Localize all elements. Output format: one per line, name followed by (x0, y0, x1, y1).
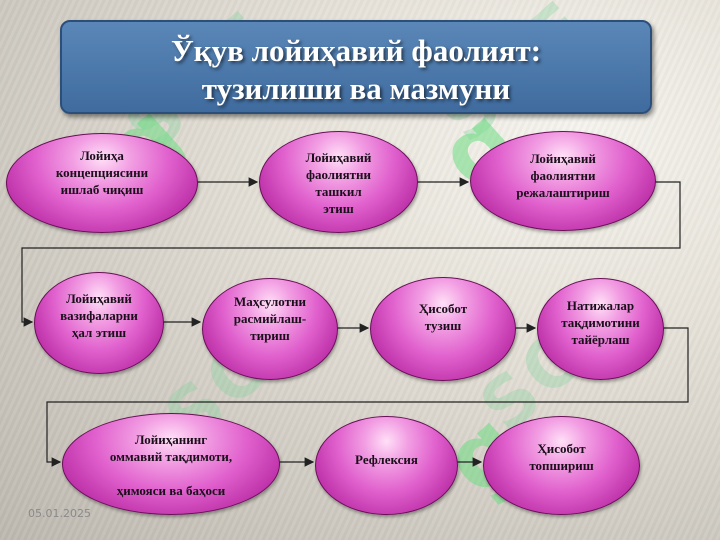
node-presentation-prep: Натижалар тақдимотини тайёрлаш (537, 278, 664, 380)
node-label: Ҳисобот тузиш (418, 301, 468, 333)
node-report: Ҳисобот тузиш (370, 277, 516, 381)
title-banner: Ўқув лойиҳавий фаолият: тузилиши ва мазм… (60, 20, 652, 114)
node-product: Маҳсулотни расмийлаш- тириш (202, 278, 338, 380)
node-reflection: Рефлексия (315, 416, 458, 515)
slide-title: Ўқув лойиҳавий фаолият: тузилиши ва мазм… (170, 33, 542, 106)
node-label: Маҳсулотни расмийлаш- тириш (233, 294, 307, 343)
node-label: Лойиҳа концепциясини ишлаб чиқиш (55, 148, 149, 197)
node-label: Лойиҳавий фаолиятни режалаштириш (516, 151, 610, 200)
node-label: Лойиҳанинг оммавий тақдимоти, ҳимояси ва… (109, 432, 233, 498)
node-label: Натижалар тақдимотини тайёрлаш (561, 298, 640, 347)
node-label: Рефлексия (355, 452, 418, 467)
node-planning: Лойиҳавий фаолиятни режалаштириш (470, 131, 656, 231)
node-submit-report: Ҳисобот топшириш (483, 416, 640, 515)
node-concept: Лойиҳа концепциясини ишлаб чиқиш (6, 133, 198, 233)
arrow-n3-n4 (21, 181, 681, 327)
node-label: Лойиҳавий вазифаларни ҳал этиш (60, 291, 138, 340)
node-tasks: Лойиҳавий вазифаларни ҳал этиш (34, 272, 164, 374)
node-label: Ҳисобот топшириш (529, 441, 594, 473)
node-label: Лойиҳавий фаолиятни ташкил этиш (305, 150, 372, 216)
node-organize: Лойиҳавий фаолиятни ташкил этиш (259, 131, 418, 233)
node-public-defense: Лойиҳанинг оммавий тақдимоти, ҳимояси ва… (62, 413, 280, 515)
slide-date: 05.01.2025 (28, 507, 91, 520)
arrow-n7-n8 (46, 327, 689, 467)
